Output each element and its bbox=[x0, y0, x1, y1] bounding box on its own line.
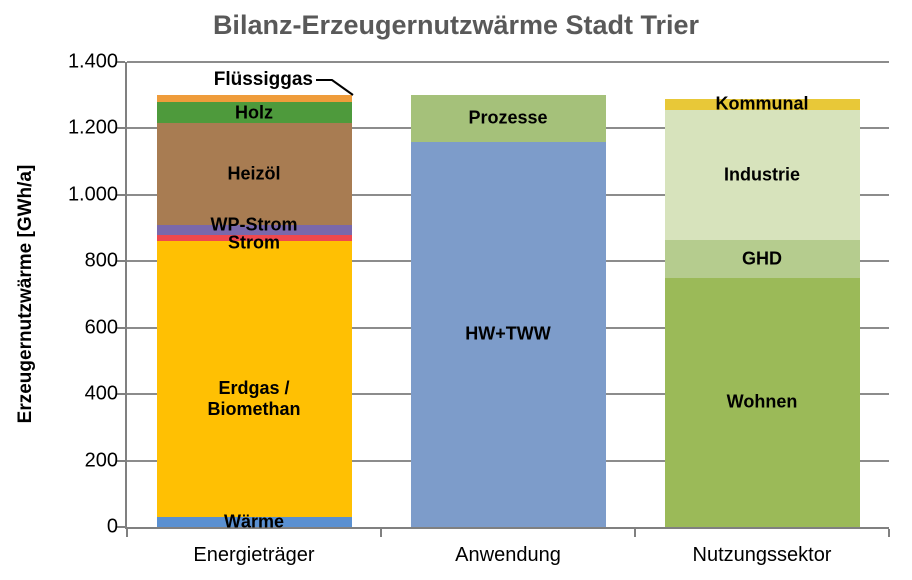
y-tick-mark bbox=[116, 326, 125, 329]
bar-segment bbox=[664, 239, 860, 278]
bar-segment bbox=[156, 241, 352, 518]
bar-segment bbox=[410, 141, 606, 527]
y-tick-mark bbox=[116, 393, 125, 396]
y-tick-mark bbox=[116, 61, 125, 63]
y-tick-mark bbox=[116, 193, 125, 196]
category-label: Nutzungssektor bbox=[692, 544, 832, 566]
y-gridline bbox=[127, 61, 889, 63]
y-tick-label: 200 bbox=[84, 449, 118, 472]
segment-label: Wärme bbox=[223, 511, 285, 532]
x-tick-mark bbox=[634, 529, 636, 537]
y-tick-label: 1.400 bbox=[67, 50, 118, 73]
segment-label: Strom bbox=[227, 232, 281, 253]
y-tick-label: 1.000 bbox=[67, 183, 118, 206]
y-tick-mark bbox=[116, 459, 125, 462]
y-tick-mark bbox=[116, 127, 125, 130]
segment-label: WP-Strom bbox=[210, 214, 298, 235]
y-tick-label: 600 bbox=[84, 316, 118, 339]
bar-segment bbox=[664, 277, 860, 527]
segment-label: HW+TWW bbox=[465, 323, 551, 344]
y-axis-line bbox=[125, 62, 127, 529]
category-label: Energieträger bbox=[193, 544, 315, 566]
y-tick-label: 1.200 bbox=[67, 116, 118, 139]
segment-label: Kommunal bbox=[715, 93, 809, 114]
chart-title: Bilanz-Erzeugernutzwärme Stadt Trier bbox=[212, 10, 700, 40]
bar-segment bbox=[156, 224, 352, 235]
x-tick-mark bbox=[380, 529, 382, 537]
bar-segment bbox=[664, 110, 860, 240]
bar-segment bbox=[156, 101, 352, 124]
segment-label: Holz bbox=[235, 102, 273, 123]
segment-label: Erdgas / Biomethan bbox=[207, 378, 301, 420]
bar-segment bbox=[156, 517, 352, 527]
category-label: Anwendung bbox=[455, 544, 561, 566]
bar-segment bbox=[156, 123, 352, 225]
x-tick-mark bbox=[888, 529, 890, 537]
x-tick-mark bbox=[126, 529, 128, 537]
segment-label: GHD bbox=[742, 248, 782, 269]
segment-label: Industrie bbox=[723, 164, 801, 185]
y-tick-label: 0 bbox=[106, 515, 118, 538]
y-tick-label: 800 bbox=[84, 249, 118, 272]
bar-segment bbox=[156, 234, 352, 242]
x-axis-line bbox=[125, 527, 889, 529]
y-tick-mark bbox=[116, 526, 125, 528]
y-tick-label: 400 bbox=[84, 382, 118, 405]
bar-segment bbox=[410, 95, 606, 142]
fluessiggas-callout-label: Flüssiggas bbox=[213, 69, 313, 90]
bar-segment bbox=[156, 95, 352, 102]
segment-label: Heizöl bbox=[227, 163, 281, 184]
bar-segment bbox=[664, 98, 860, 111]
segment-label: Prozesse bbox=[468, 107, 548, 128]
segment-label: Wohnen bbox=[726, 391, 798, 412]
y-tick-mark bbox=[116, 260, 125, 263]
